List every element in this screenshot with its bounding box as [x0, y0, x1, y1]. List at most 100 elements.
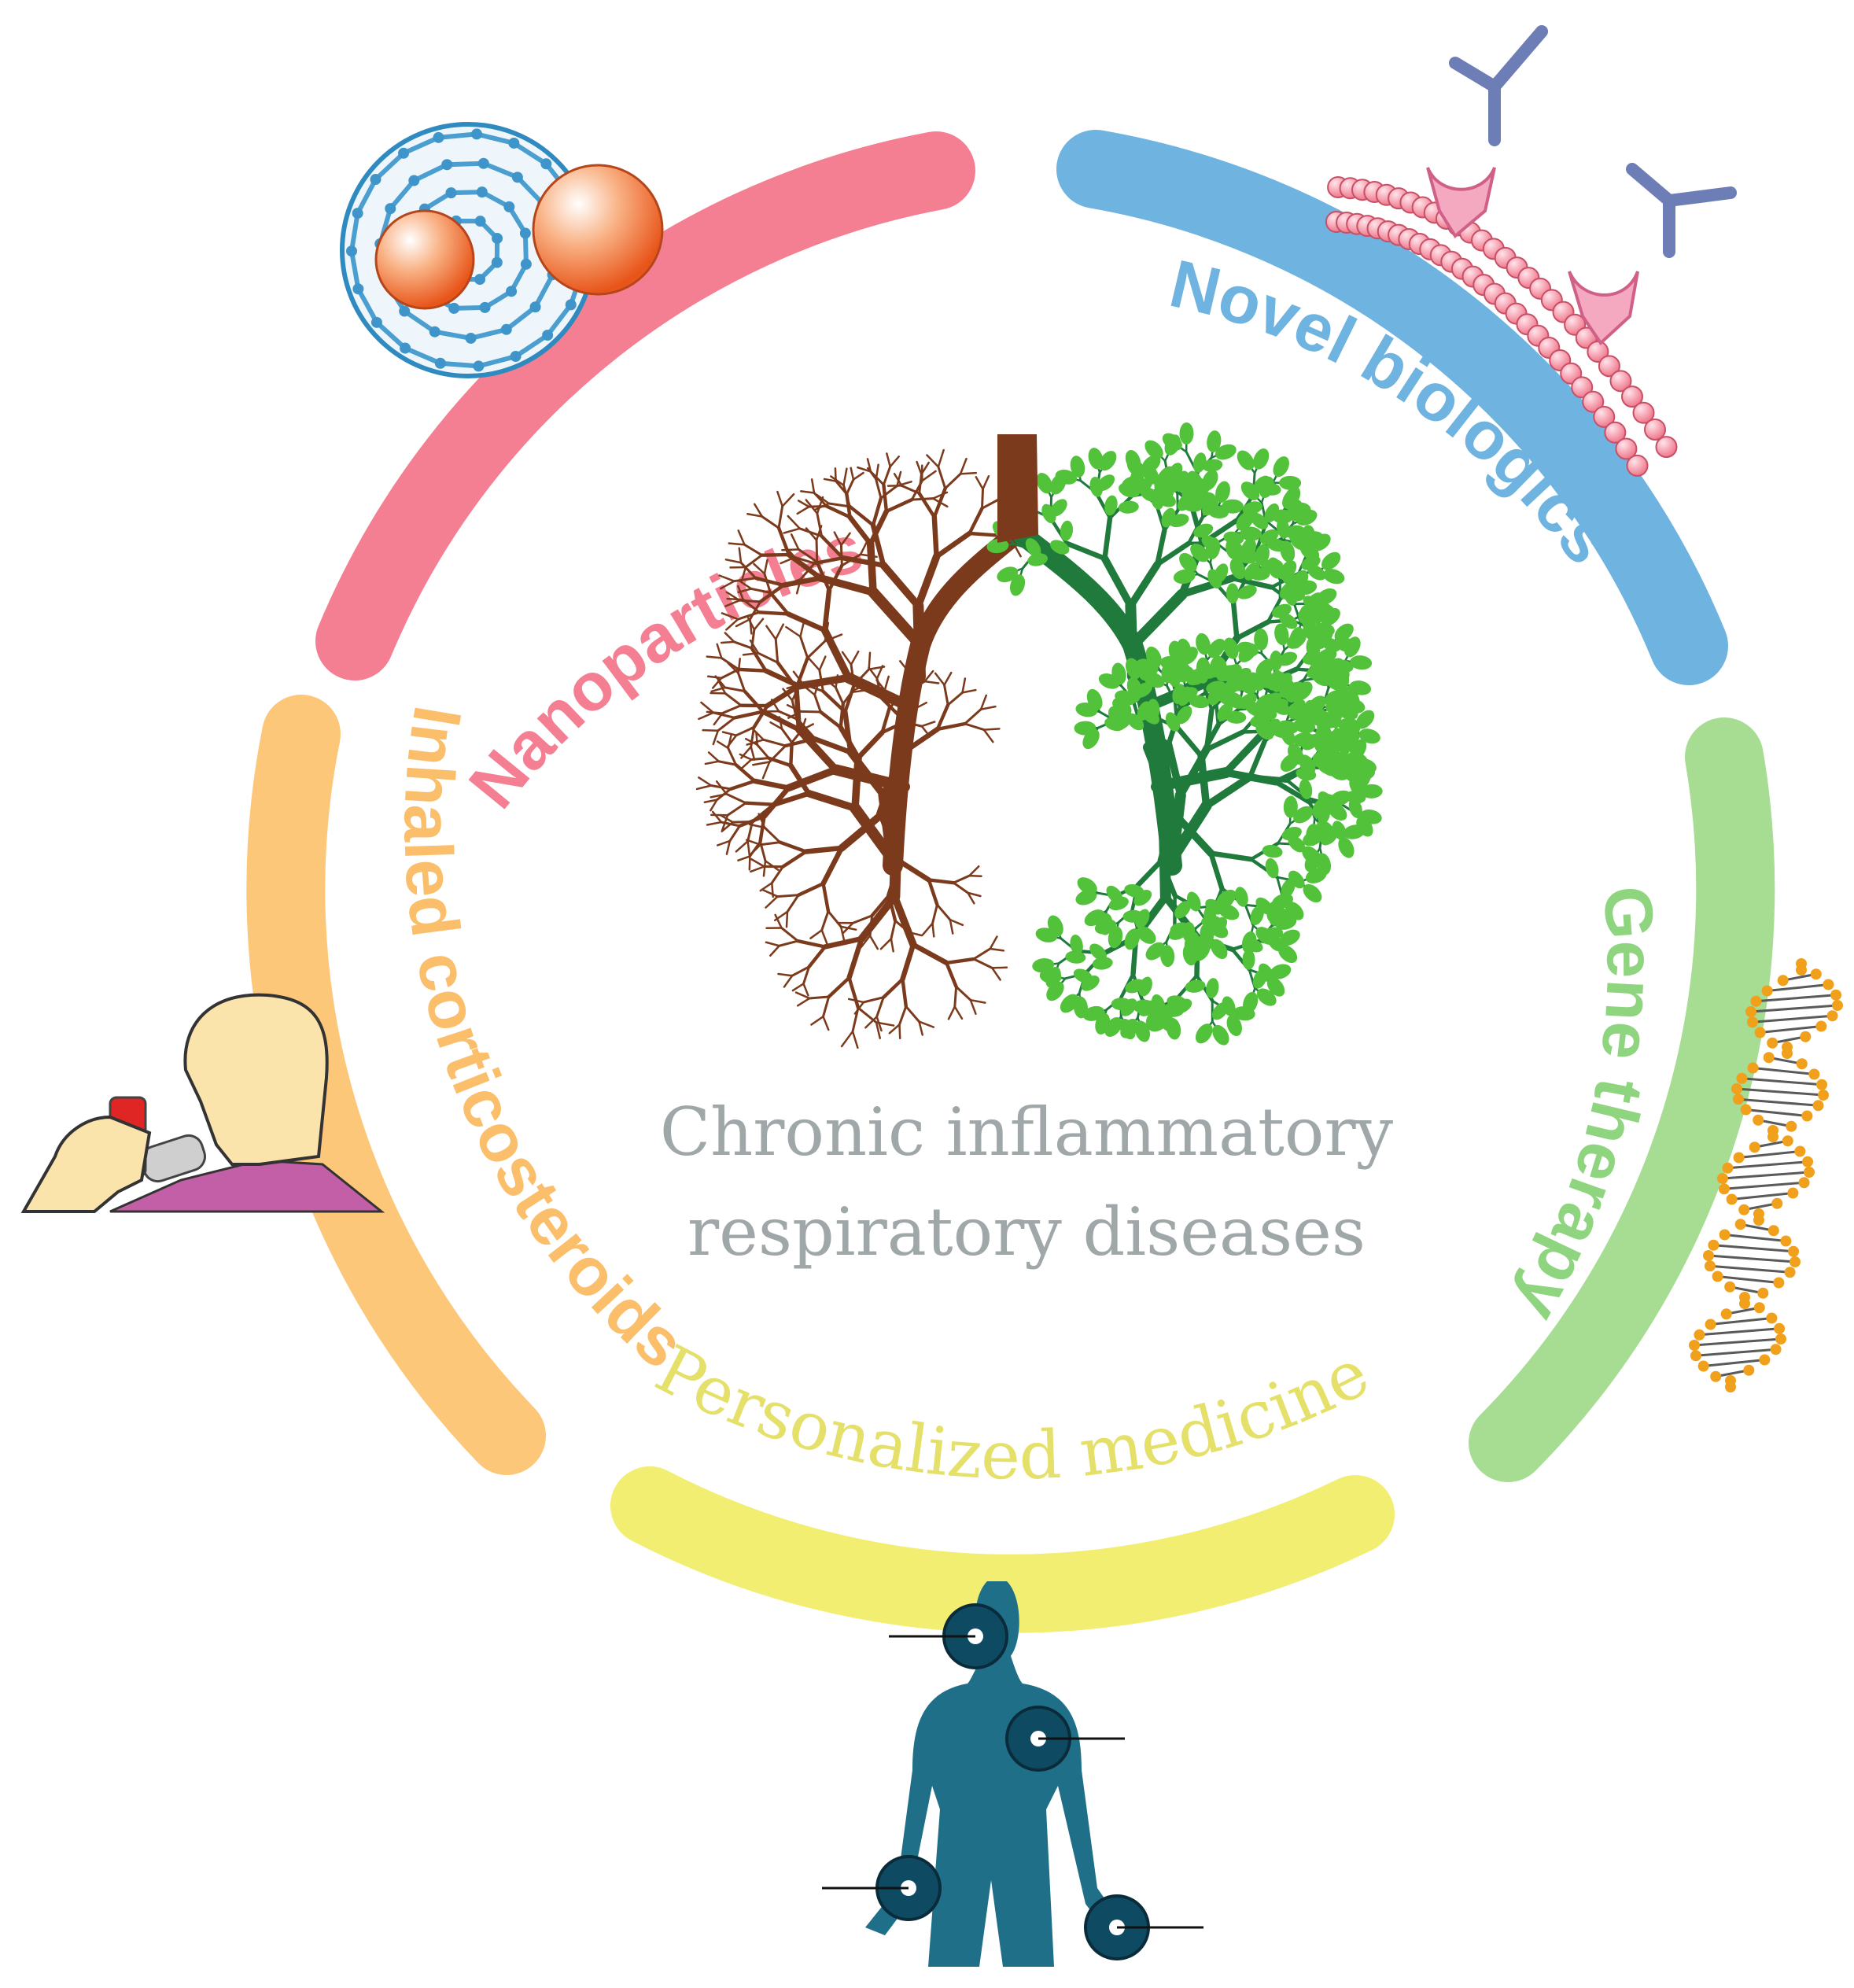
fullerene-atom: [503, 201, 515, 212]
bronchus-branch: [809, 929, 823, 939]
backbone-node: [1810, 968, 1822, 980]
leaf: [1177, 686, 1192, 706]
bronchus-branch: [934, 530, 972, 559]
bronchus-branch: [724, 599, 741, 607]
backbone-node: [1689, 1340, 1700, 1351]
leaf: [1249, 567, 1270, 581]
bronchus-branch: [918, 1020, 935, 1028]
backbone-node: [1789, 1256, 1801, 1267]
leaf: [1070, 456, 1085, 478]
bronchus-branch: [788, 762, 812, 796]
bronchus-branch: [774, 913, 783, 929]
leaf: [1122, 909, 1144, 923]
bronchus-branch: [715, 780, 728, 795]
leaf: [1226, 539, 1239, 559]
bronchus-branch: [783, 736, 816, 748]
leaf: [1145, 1009, 1162, 1031]
bronchus-branch: [755, 731, 759, 747]
base-pair: [1699, 1327, 1780, 1337]
bronchus-branch: [717, 716, 736, 732]
backbone-node: [1763, 1052, 1775, 1064]
leaf: [1134, 1020, 1151, 1042]
bronchus-branch: [803, 685, 816, 696]
backbone-node: [1703, 1250, 1714, 1261]
leaf: [1216, 665, 1237, 682]
leaf: [1267, 671, 1286, 691]
base-pair: [1724, 1234, 1786, 1242]
bronchus-branch: [889, 456, 900, 468]
bronchus-branch: [757, 610, 791, 616]
bronchus-branch: [802, 965, 811, 985]
bronchus-branch: [745, 839, 761, 846]
bronchus-branch: [728, 779, 757, 791]
bronchus-branch: [824, 633, 843, 643]
bronchus-branch: [786, 683, 804, 690]
backbone-node: [1815, 1020, 1827, 1032]
bronchus-branch: [741, 758, 753, 769]
bronchus-branch: [740, 566, 747, 582]
bronchus-branch: [791, 965, 811, 977]
leaf: [1173, 569, 1196, 585]
bronchus-branch: [749, 843, 761, 857]
bronchus-branch: [765, 895, 779, 909]
bronchus-branch: [780, 728, 794, 744]
backbone-node: [1804, 1167, 1815, 1178]
bronchus-branch: [799, 620, 805, 638]
fullerene-atom: [352, 283, 364, 295]
backbone-node: [1780, 1235, 1792, 1247]
leaf: [1174, 666, 1193, 682]
bronchus-branch: [981, 488, 985, 510]
backbone-node: [1800, 1031, 1812, 1042]
bronchus-branch: [1063, 540, 1108, 562]
bronchus-branch: [964, 722, 986, 732]
fullerene-nanoparticle-icon: [340, 122, 664, 378]
bronchus-branch: [889, 821, 902, 902]
leaf: [1348, 798, 1362, 818]
bronchus-branch: [725, 792, 747, 805]
leaf: [1106, 885, 1123, 904]
leaf: [1262, 844, 1283, 858]
bronchus-branch: [839, 925, 857, 931]
leaf: [1274, 623, 1289, 646]
bronchus-branch: [783, 527, 801, 534]
leaf: [1266, 901, 1281, 924]
base-pair: [1771, 1035, 1806, 1045]
leaf: [1242, 501, 1263, 515]
fullerene-atom: [500, 323, 512, 335]
leaf: [1279, 929, 1300, 946]
bronchus-branch: [727, 734, 732, 750]
bronchus-branch: [914, 701, 927, 710]
bronchus-branch: [736, 610, 761, 621]
bronchus-branch: [989, 947, 1005, 952]
bronchus-branch: [898, 1005, 908, 1026]
bronchus-branch: [1229, 575, 1274, 590]
backbone-node: [1784, 1267, 1796, 1278]
bronchus-branch: [1102, 515, 1113, 562]
fullerene-atom: [370, 174, 381, 186]
fullerene-atom: [471, 128, 483, 140]
leaf: [1032, 958, 1055, 973]
backbone-node: [1726, 1193, 1738, 1205]
fullerene-ring: [348, 131, 586, 369]
bronchus-branch: [752, 778, 791, 791]
bronchus-branch: [718, 574, 735, 582]
fullerene-atom: [352, 208, 363, 219]
bronchus-branch: [827, 909, 842, 928]
bronchus-branch: [827, 976, 851, 999]
bronchus-branch: [724, 692, 743, 707]
backbone-node: [1732, 1094, 1744, 1105]
leaf: [1302, 846, 1321, 865]
bronchus-branch: [1230, 601, 1240, 641]
bronchus-branch: [794, 555, 816, 565]
bronchus-branch: [737, 855, 751, 861]
base-pair: [1767, 983, 1829, 992]
leaf: [1027, 553, 1048, 566]
leaf: [1293, 806, 1314, 824]
bronchus-branch: [746, 840, 751, 858]
bronchus-branch: [931, 514, 939, 559]
bronchus-branch: [784, 765, 840, 792]
leaf: [1270, 964, 1292, 979]
inhaler-patient-icon: [20, 993, 385, 1213]
bronchus-branch: [899, 660, 910, 673]
